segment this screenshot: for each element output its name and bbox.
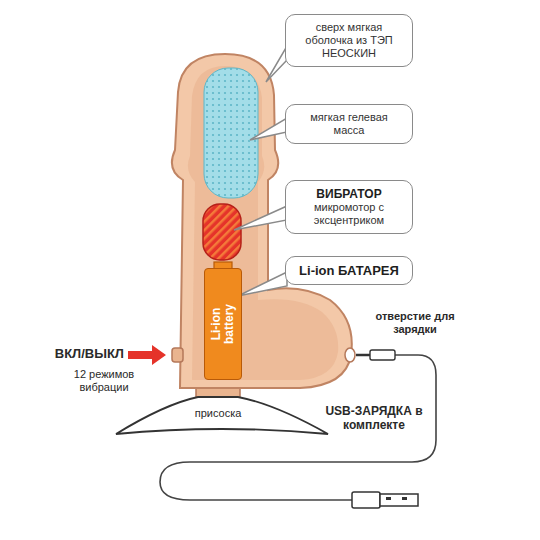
part-label: присоска [178,407,258,420]
callout-bubble: Li-ion БАТАРЕЯ [285,256,413,285]
callout-text: Li-ion battery [210,293,236,355]
charging-hole [345,348,355,362]
gel-mass [204,68,258,198]
usb-plug-connector [380,494,418,506]
port-label: отверстие для зарядки [360,310,470,336]
usb-plug-body [352,492,380,508]
callout-text: мягкая гелевая масса [294,111,404,137]
power-button [172,348,183,362]
callout-tail [234,206,287,230]
battery-cell: Li-ion battery [204,268,242,380]
usb-pin [402,497,407,500]
button-label: ВКЛ/ВЫКЛ [40,346,124,361]
callout-text: Li-ion БАТАРЕЯ [294,263,404,278]
callout-bubble: сверх мягкая оболочка из ТЭП НЕОСКИН [285,14,413,67]
suction-cup [116,397,328,434]
callout-bubble: мягкая гелевая масса [285,104,413,144]
callout-text: сверх мягкая оболочка из ТЭП НЕОСКИН [294,21,404,60]
charging-plug [370,350,395,360]
charging-pin [356,354,370,357]
callout-tail [266,46,287,82]
callout-tail [250,118,287,140]
button-arrow [128,345,166,365]
vibrator-motor [203,204,241,260]
callout-text: микромотор с эксцентриком [294,201,404,227]
callout-bubble: ВИБРАТОРмикромотор с эксцентриком [285,180,413,234]
accessory-label: USB-ЗАРЯДКА в комплекте [320,404,428,432]
callout-heading: ВИБРАТОР [294,187,404,201]
mode-note: 12 режимов вибрации [60,368,148,394]
callout-tail [238,272,287,296]
usb-pin [386,497,391,500]
